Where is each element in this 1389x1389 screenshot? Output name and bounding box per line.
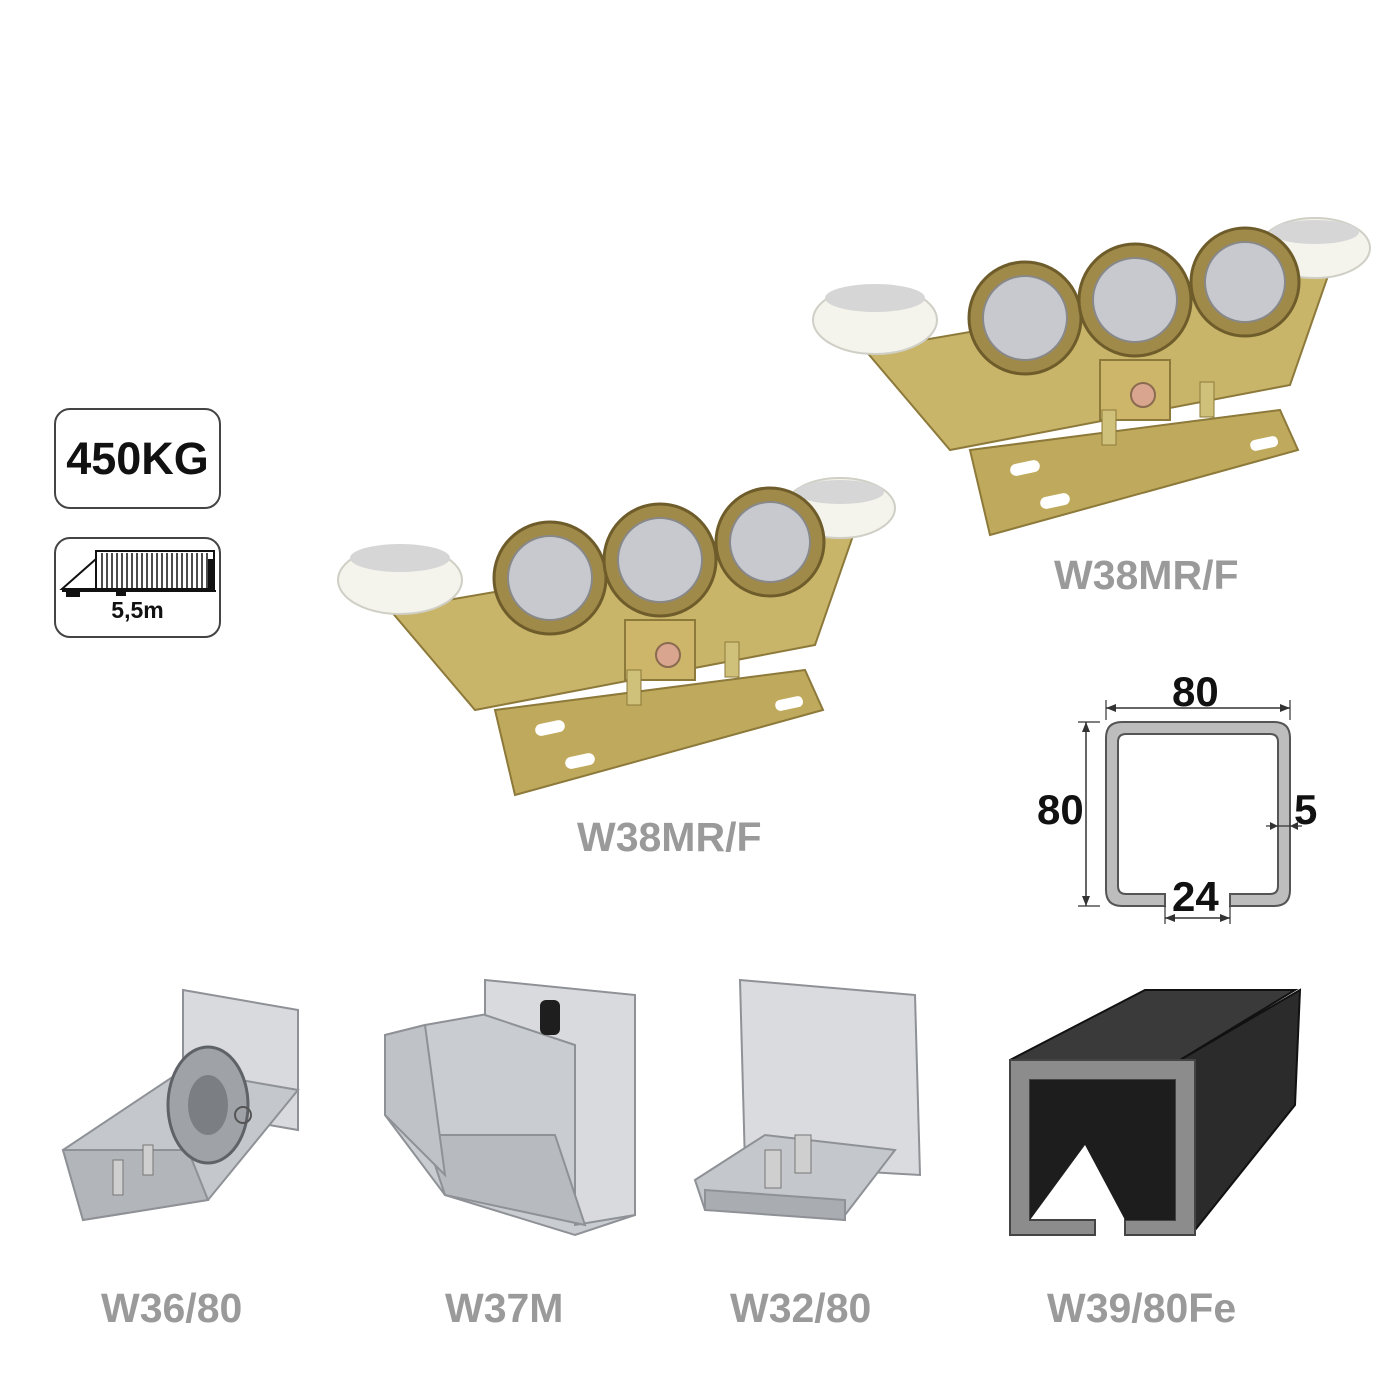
sliding-gate-icon [59, 550, 216, 597]
end-catcher-caption: W37M [445, 1285, 564, 1331]
carriage-roller-icon [812, 217, 1371, 537]
carriage-caption-front: W38MR/F [577, 814, 762, 860]
guide-roller-icon [693, 978, 922, 1222]
weight-capacity-label: 450KG [66, 432, 209, 484]
profile-wall-label: 5 [1294, 786, 1318, 833]
rail-caption: W39/80Fe [1047, 1285, 1237, 1331]
guide-roller-caption: W32/80 [730, 1285, 872, 1331]
end-roller-icon [61, 988, 300, 1222]
weight-capacity-badge: 450KG [54, 408, 221, 509]
end-catcher-icon [384, 978, 636, 1237]
steel-rail-icon [1009, 988, 1302, 1236]
carriage-caption-back: W38MR/F [1054, 552, 1239, 598]
end-roller-caption: W36/80 [101, 1285, 243, 1331]
profile-opening-label: 24 [1172, 873, 1219, 920]
steel-profile-icon [1078, 700, 1302, 924]
gate-length-badge: 5,5m [54, 537, 221, 638]
profile-height-label: 80 [1037, 786, 1084, 833]
gate-length-label: 5,5m [111, 597, 164, 623]
profile-width-label: 80 [1172, 668, 1219, 715]
carriage-roller-icon [337, 477, 896, 797]
